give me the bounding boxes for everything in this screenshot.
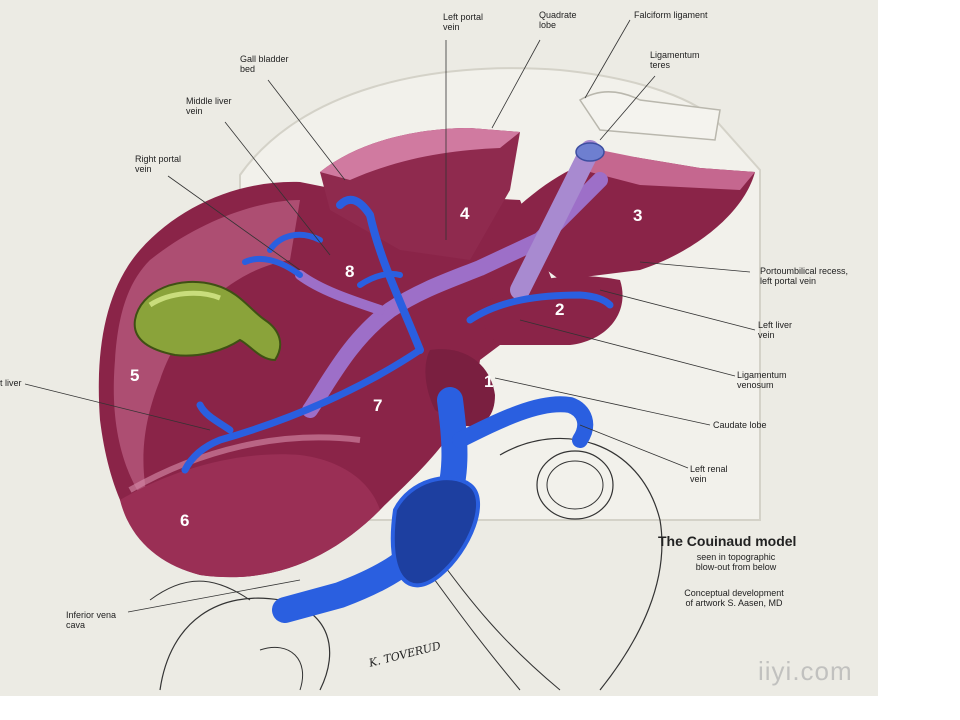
right-liver-vein [181,346,424,474]
middle-liver-vein [336,195,424,354]
artwork-credit: Conceptual development of artwork S. Aas… [684,588,784,608]
left-renal-vein [452,396,594,448]
segment-number-2: 2 [555,300,565,319]
label-inferior-vena-cava: Inferior vena cava [66,610,117,630]
quadrate-lobe-top [320,128,520,180]
right-portal-branch [295,270,385,315]
ligamentum-teres-cord [510,140,600,300]
falciform-ligament-shape [578,91,721,141]
intestine-outline-2 [149,580,304,691]
watermark: iiyi.com [758,656,853,686]
label-ligamentum-venosum: Ligamentum venosum [737,370,787,390]
label-left-portal-vein: Left portal vein [443,12,484,32]
segment-number-7: 7 [373,396,383,415]
diagram-title: The Couinaud model [658,533,797,549]
segment-number-3: 3 [633,206,643,225]
gallbladder-highlight [148,290,221,308]
segment-number-8: 8 [345,262,355,281]
vessel-outline [419,559,561,691]
label-left-renal-vein: Left renal vein [690,464,728,484]
segment-6-ridge [128,434,361,493]
label-right-portal-vein: Right portal vein [135,154,182,174]
kidney-outline-inner [546,460,604,510]
label-portoumbilical-recess: Portoumbilical recess, left portal vein [760,266,849,286]
label-middle-liver-vein: Middle liver vein [186,96,232,116]
liver-right-lobe-highlight [113,200,300,510]
left-liver-vein [466,291,614,324]
kidney-outline [536,450,614,520]
label-right-liver-vein: t liver [0,378,22,388]
segment-number-1: 1 [484,372,494,391]
label-gall-bladder-bed: Gall bladder bed [240,54,289,74]
organ-outline [499,437,663,691]
liver-illustration [24,19,761,691]
left-lobe-top [590,150,755,190]
segment-number-5: 5 [130,366,140,385]
label-caudate-lobe: Caudate lobe [713,420,767,430]
segment-number-6: 6 [180,511,190,530]
label-falciform-ligament: Falciform ligament [634,10,708,20]
label-left-liver-vein: Left liver vein [758,320,793,340]
diagram-plate: 1 2 3 4 5 6 7 8 Left portal vein Quadrat… [0,0,878,696]
label-quadrate-lobe: Quadrate lobe [539,10,577,30]
portal-vein-trunk [302,172,608,418]
segment-number-4: 4 [460,204,470,223]
label-ligamentum-teres: Ligamentum teres [650,50,700,70]
leader-lines [24,19,756,613]
gallbladder [133,280,282,362]
portal-blue-branches [242,231,403,288]
segment-6-fold [120,454,380,578]
diagram-subtitle: seen in topographic blow-out from below [695,552,777,572]
ligamentum-teres-end [575,142,605,162]
inferior-vena-cava-opening [390,476,481,588]
